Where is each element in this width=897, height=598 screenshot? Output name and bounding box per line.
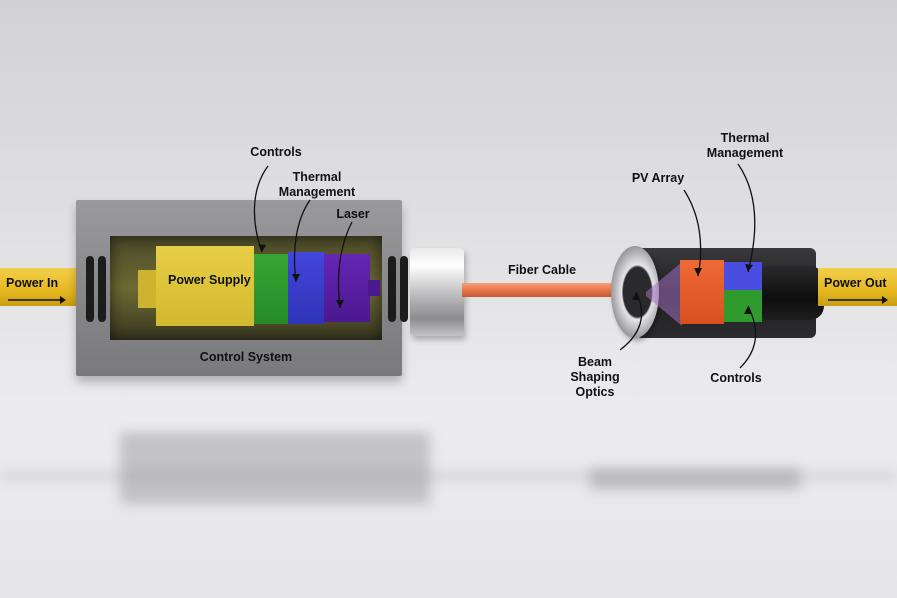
- vent-slot: [98, 256, 106, 322]
- fiber-cable: [462, 283, 642, 297]
- leader-thermal-right: [737, 163, 756, 273]
- power-supply-connector: [138, 270, 160, 308]
- laser-block: [324, 254, 370, 322]
- leader-pv-array: [683, 189, 702, 277]
- controls-block-left: [254, 254, 288, 324]
- power-out-label: Power Out: [824, 276, 887, 290]
- floor-shadow-left: [120, 432, 430, 504]
- vent-slot: [86, 256, 94, 322]
- leader-thermal-left: [293, 199, 311, 283]
- power-in-label: Power In: [6, 276, 59, 290]
- leader-controls-right: [739, 305, 757, 369]
- fiber-coupler: [410, 248, 464, 336]
- controls-label-right: Controls: [710, 371, 762, 385]
- thermal-label-right: Thermal Management: [706, 131, 784, 160]
- pv-array-block: [680, 260, 724, 324]
- power-supply-label: Power Supply: [168, 273, 251, 287]
- vent-slot: [388, 256, 396, 322]
- leader-laser: [337, 221, 353, 309]
- control-system-label: Control System: [199, 350, 293, 364]
- beam-optics-label: Beam Shaping Optics: [570, 355, 620, 399]
- fiber-cable-label: Fiber Cable: [507, 263, 577, 277]
- output-connector: [762, 266, 824, 320]
- leader-beam-optics: [619, 291, 643, 351]
- beam-cone: [646, 262, 682, 326]
- pv-array-label: PV Array: [631, 171, 685, 185]
- thermal-block-right: [724, 262, 762, 290]
- controls-label-left: Controls: [250, 145, 302, 159]
- leader-controls-left: [253, 165, 269, 253]
- thermal-label-left: Thermal Management: [278, 170, 356, 199]
- power-in-arrow-icon: [8, 292, 66, 304]
- floor-shadow-line: [0, 472, 897, 480]
- laser-label: Laser: [336, 207, 370, 221]
- power-supply-block: [156, 246, 254, 326]
- power-out-arrow-icon: [828, 292, 888, 304]
- controls-block-right: [724, 290, 762, 322]
- floor-shadow-right: [590, 468, 800, 490]
- vent-slot: [400, 256, 408, 322]
- laser-nozzle: [368, 280, 380, 296]
